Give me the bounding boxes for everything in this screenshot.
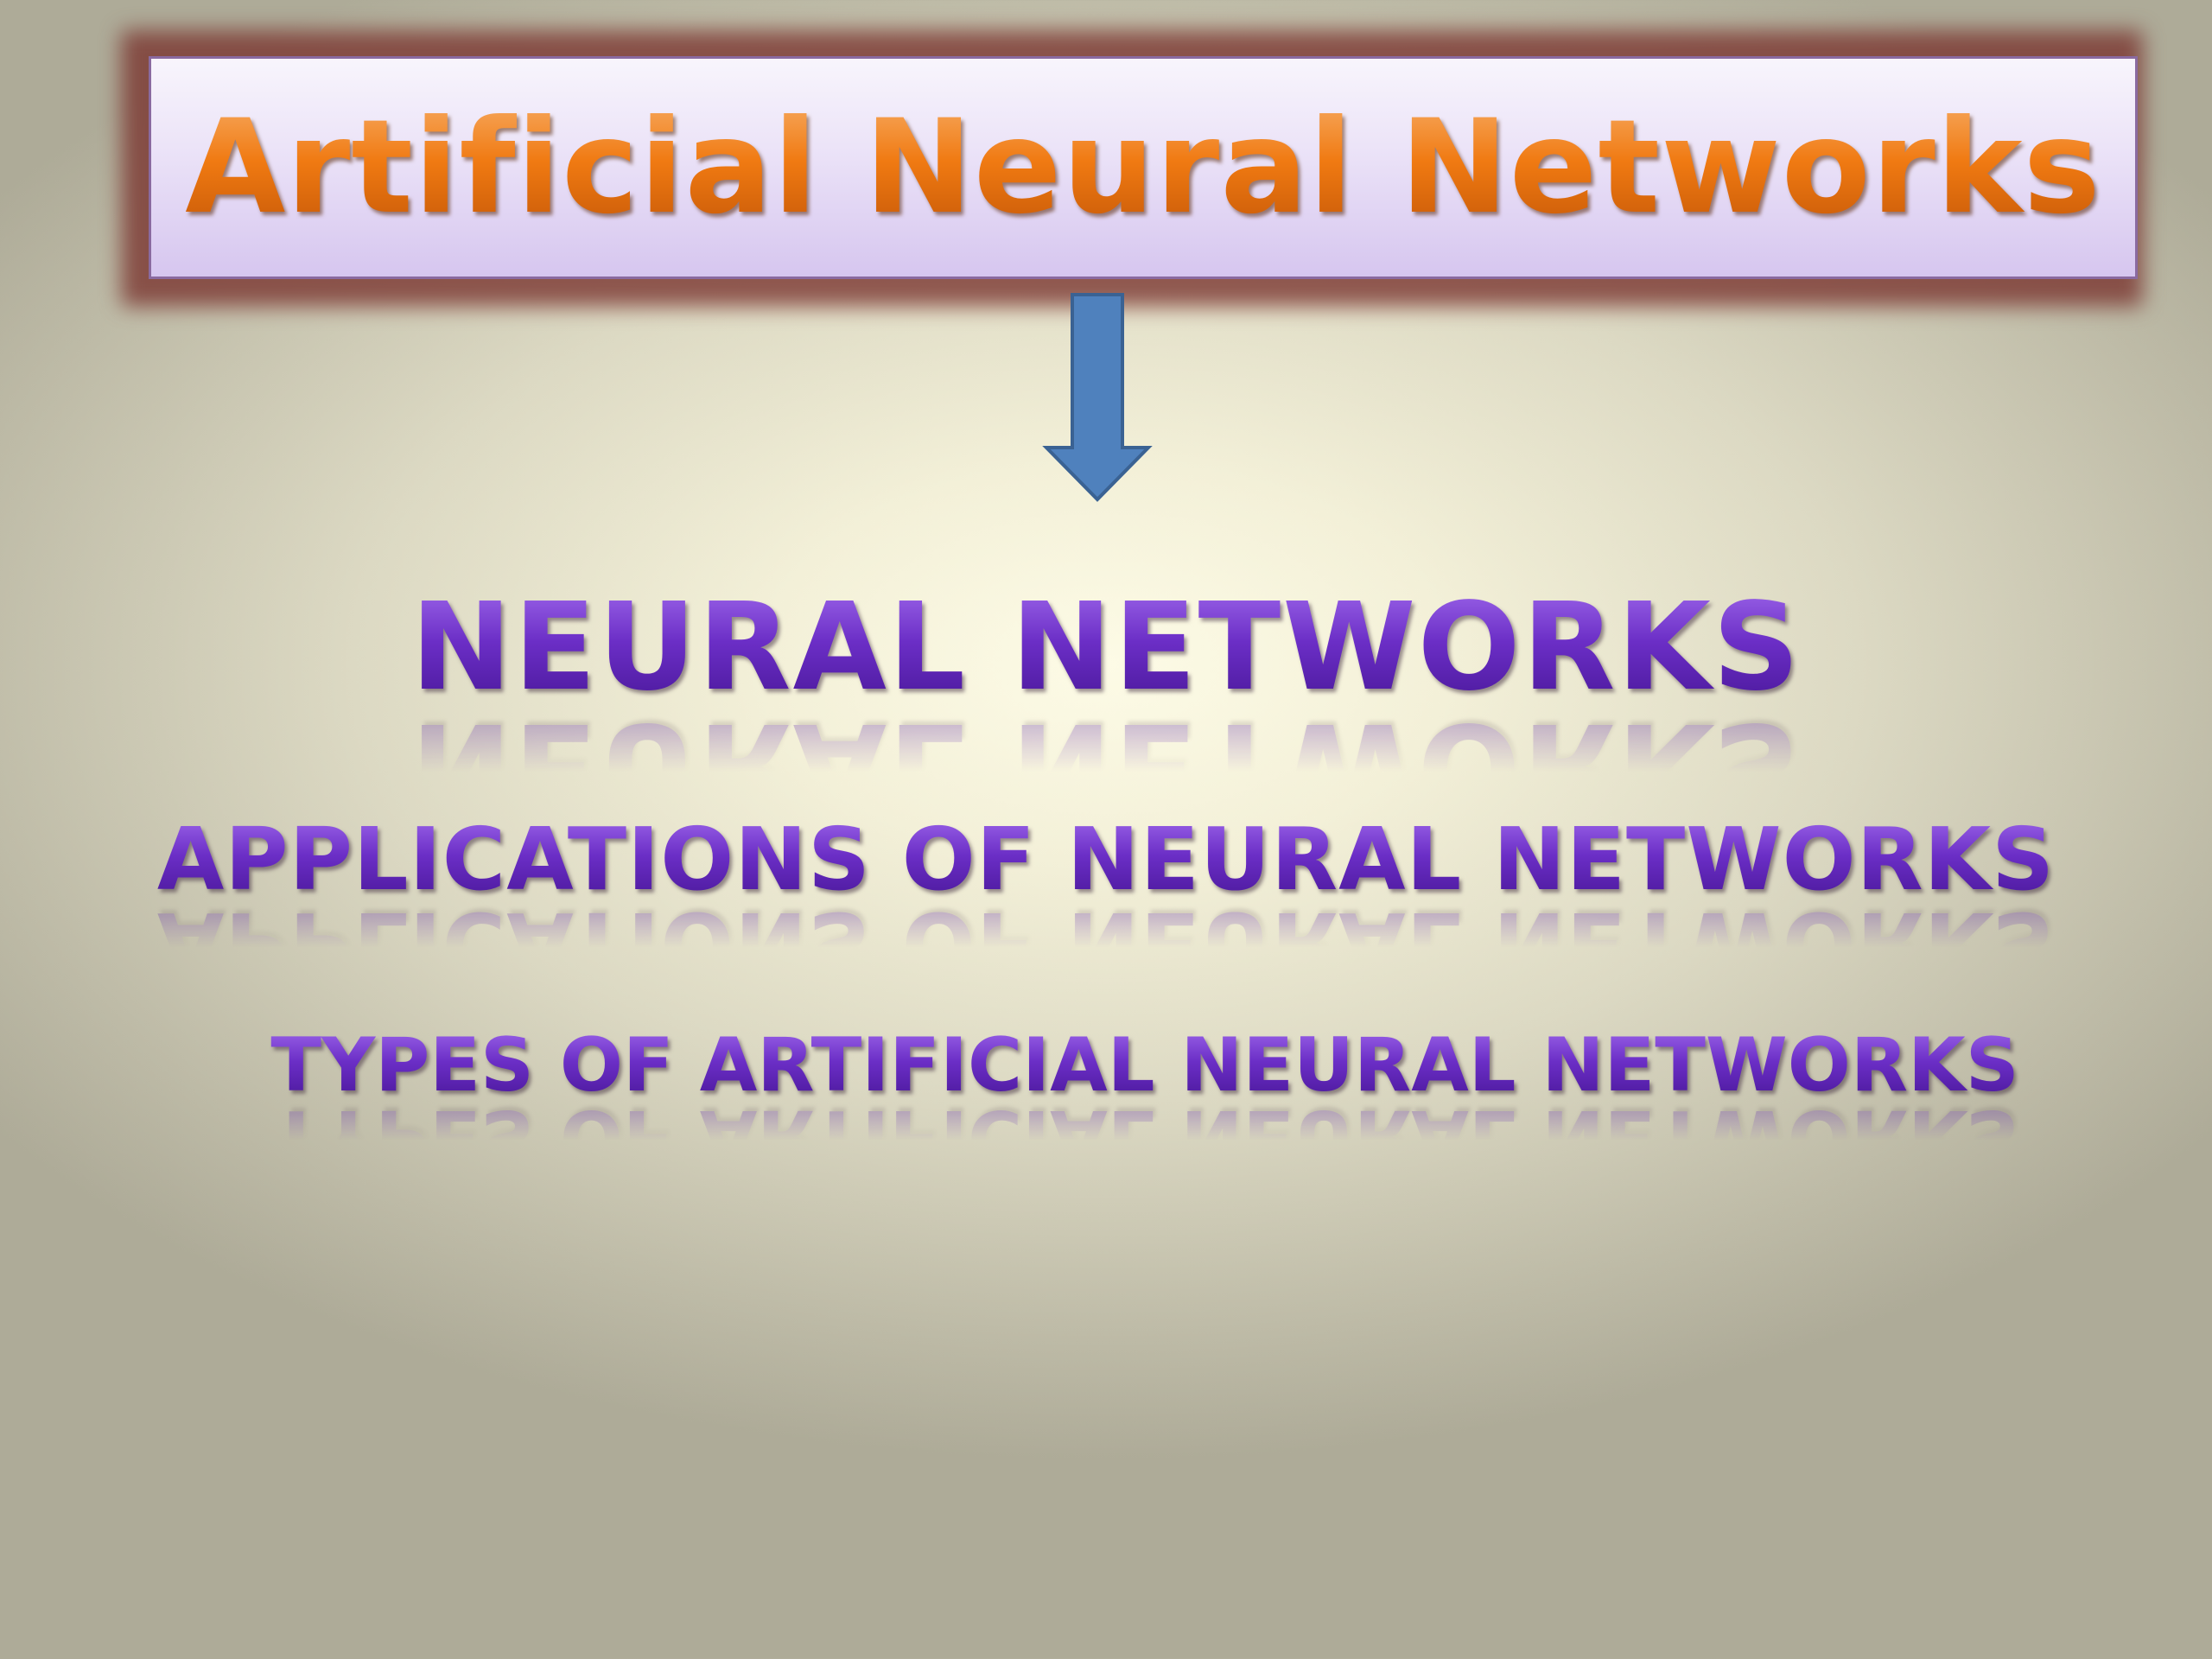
down-arrow-icon <box>1042 293 1153 502</box>
topic-label: APPLICATIONS OF NEURAL NETWORKS <box>156 809 2056 910</box>
topic-label: NEURAL NETWORKS <box>410 577 1802 718</box>
topic-neural-networks: NEURAL NETWORKS <box>0 588 2212 709</box>
slide-title: Artificial Neural Networks <box>185 92 2101 243</box>
topic-applications: APPLICATIONS OF NEURAL NETWORKS <box>0 817 2212 903</box>
topic-types: TYPES OF ARTIFICIAL NEURAL NETWORKS <box>39 1028 2212 1103</box>
title-box: Artificial Neural Networks <box>149 56 2138 279</box>
topic-label: TYPES OF ARTIFICIAL NEURAL NETWORKS <box>270 1022 2019 1109</box>
